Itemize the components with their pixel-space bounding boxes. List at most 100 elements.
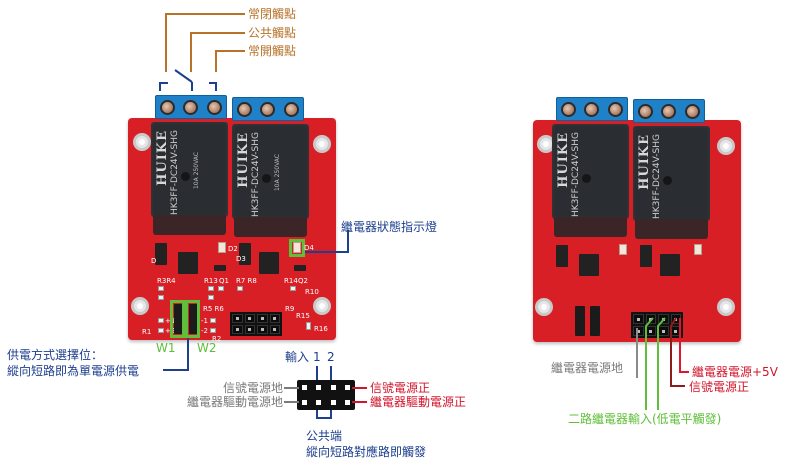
mount-hole — [133, 133, 151, 151]
led-d2 — [619, 244, 627, 255]
resistor — [218, 286, 224, 291]
jumper-w2 — [590, 306, 600, 336]
silk-r9: R9 — [285, 305, 295, 313]
header-pinout-diagram — [297, 380, 355, 410]
silk-d1: D — [151, 257, 157, 265]
ground-leader-lines — [284, 387, 299, 403]
resistor — [290, 286, 296, 291]
label-common: 公共觸點 — [248, 26, 297, 40]
resistor — [158, 295, 164, 300]
resistor — [237, 286, 243, 291]
pin — [301, 385, 307, 390]
led-d4 — [694, 244, 702, 255]
silk-r7r8: R7 R8 — [236, 277, 257, 285]
mount-hole — [313, 297, 331, 315]
optocoupler-1 — [579, 254, 599, 276]
silk-r14: R14 — [284, 277, 298, 285]
label-relay-drive-gnd: 繼電器驅動電源地 — [186, 395, 283, 409]
pin — [345, 400, 351, 405]
relay-vcc-leader — [679, 318, 689, 373]
no-leader-line — [215, 50, 245, 72]
input-pin-header — [230, 312, 282, 336]
transistor-q2 — [294, 265, 306, 271]
relay-dot — [582, 174, 591, 183]
silk-r16: R16 — [314, 325, 328, 333]
pin — [257, 325, 268, 334]
optocoupler-2 — [259, 252, 279, 274]
pin — [269, 314, 280, 323]
label-relay-gnd: 繼電器電源地 — [551, 361, 624, 375]
label-status-led: 繼電器狀態指示燈 — [341, 220, 438, 234]
screw — [206, 99, 222, 115]
resistor — [208, 286, 214, 291]
pin — [316, 400, 322, 405]
pin — [232, 314, 243, 323]
jumper-w1 — [575, 306, 585, 336]
label-signal-vcc-right: 信號電源正 — [689, 380, 750, 394]
pin — [345, 385, 351, 390]
screw — [183, 99, 199, 115]
label-common-terminal: 公共端 — [306, 429, 343, 443]
label-w1: W1 — [156, 341, 176, 355]
silk-d4: D4 — [304, 244, 314, 252]
silk-minus1: -1 — [201, 317, 208, 325]
power-select-leader-line — [163, 338, 189, 371]
screw-terminal-1 — [556, 97, 628, 121]
nc-leader-line — [165, 13, 245, 72]
pin — [633, 314, 644, 324]
resistor-r2 — [210, 318, 216, 323]
pin — [232, 325, 243, 334]
relay-base — [554, 217, 627, 237]
silk-minus2: -2 — [201, 327, 208, 335]
relay-2: HUIKE HK3FF-DC24V-SHG 10A 250VAC — [232, 124, 309, 219]
label-power-select-1: 供電方式選擇位： — [7, 348, 104, 362]
label-input-1: 1 — [313, 350, 321, 364]
vcc-leader-lines — [352, 387, 367, 403]
screw — [283, 101, 299, 117]
silk-r13: R13 — [204, 277, 218, 285]
status-led-leader-line — [305, 230, 349, 253]
input-leader-lines-right — [645, 317, 666, 410]
label-relay-drive-vcc: 繼電器驅動電源正 — [370, 395, 467, 409]
screw — [160, 99, 176, 115]
resistor-r1 — [158, 318, 164, 323]
jumper-w2-highlight — [185, 300, 200, 338]
relay-1: HUIKE HK3FF-DC24V-SHG 10A 250VAC — [151, 122, 228, 217]
pin — [330, 385, 336, 390]
pin — [244, 325, 255, 334]
silk-r10: R10 — [305, 288, 319, 296]
label-normally-open: 常開觸點 — [248, 44, 297, 58]
silk-q1: Q1 — [219, 277, 229, 285]
resistor-r16 — [306, 322, 311, 330]
label-common-terminal-desc: 縱向短路對應路即觸發 — [306, 445, 427, 459]
resistor-r1 — [158, 328, 164, 333]
com-leader-line — [190, 32, 245, 72]
relay-1: HUIKE HK3FF-DC24V-SHG — [552, 124, 629, 219]
mount-hole — [717, 298, 735, 316]
silk-d2: D2 — [228, 245, 238, 253]
screw — [584, 101, 600, 117]
label-relay-inputs: 二路繼電器輸入(低電平觸發) — [568, 412, 722, 426]
label-signal-gnd: 信號電源地 — [222, 381, 283, 395]
label-input: 輸入 — [285, 350, 310, 364]
led-d2 — [218, 242, 226, 253]
silk-q2: Q2 — [298, 277, 308, 285]
screw — [607, 101, 623, 117]
mount-hole — [131, 297, 149, 315]
screw-terminal-2 — [232, 97, 304, 121]
transistor-q1 — [214, 265, 226, 271]
screw — [260, 101, 276, 117]
pin — [257, 314, 268, 323]
mount-hole — [535, 298, 553, 316]
relay-base — [153, 215, 226, 235]
mount-hole — [313, 135, 331, 153]
label-normally-closed: 常閉觸點 — [248, 7, 297, 21]
pin — [633, 326, 644, 336]
pin — [645, 314, 656, 324]
pin — [244, 314, 255, 323]
pin — [301, 400, 307, 405]
silk-r1: R1 — [142, 328, 152, 336]
switch-symbol — [159, 69, 217, 91]
pin — [330, 400, 336, 405]
